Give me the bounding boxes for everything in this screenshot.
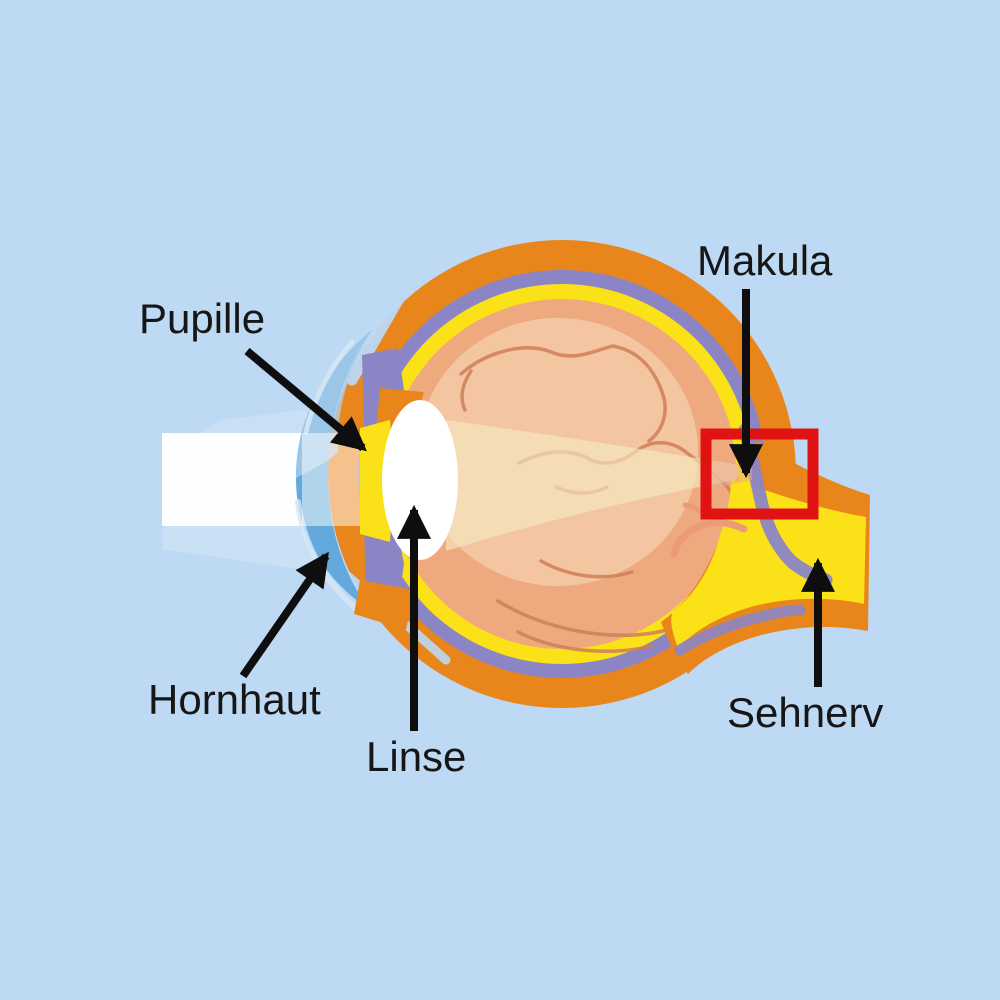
ciliary-body-bottom [354, 580, 414, 630]
label-makula: Makula [697, 237, 833, 284]
optic-nerve [671, 478, 866, 648]
sclera-gap-top [346, 284, 410, 386]
light-beam [162, 433, 303, 526]
label-pupille: Pupille [139, 295, 266, 342]
macula-highlight-box [700, 428, 819, 520]
label-linse: Linse [366, 733, 467, 780]
hornhaut-arrow [239, 551, 330, 679]
choroid-band-nerve [674, 604, 806, 656]
cornea-sheen-top [303, 339, 355, 435]
label-sehnerv: Sehnerv [727, 689, 884, 736]
pupille-arrow [244, 347, 367, 452]
light-glow-lower [163, 526, 338, 574]
light-beam-refracted [302, 433, 364, 526]
optic-disc-vessels [670, 502, 748, 558]
label-hornhaut: Hornhaut [148, 676, 321, 723]
lens [382, 400, 458, 560]
focused-light-cone [446, 420, 740, 551]
label-arrows [239, 289, 835, 731]
